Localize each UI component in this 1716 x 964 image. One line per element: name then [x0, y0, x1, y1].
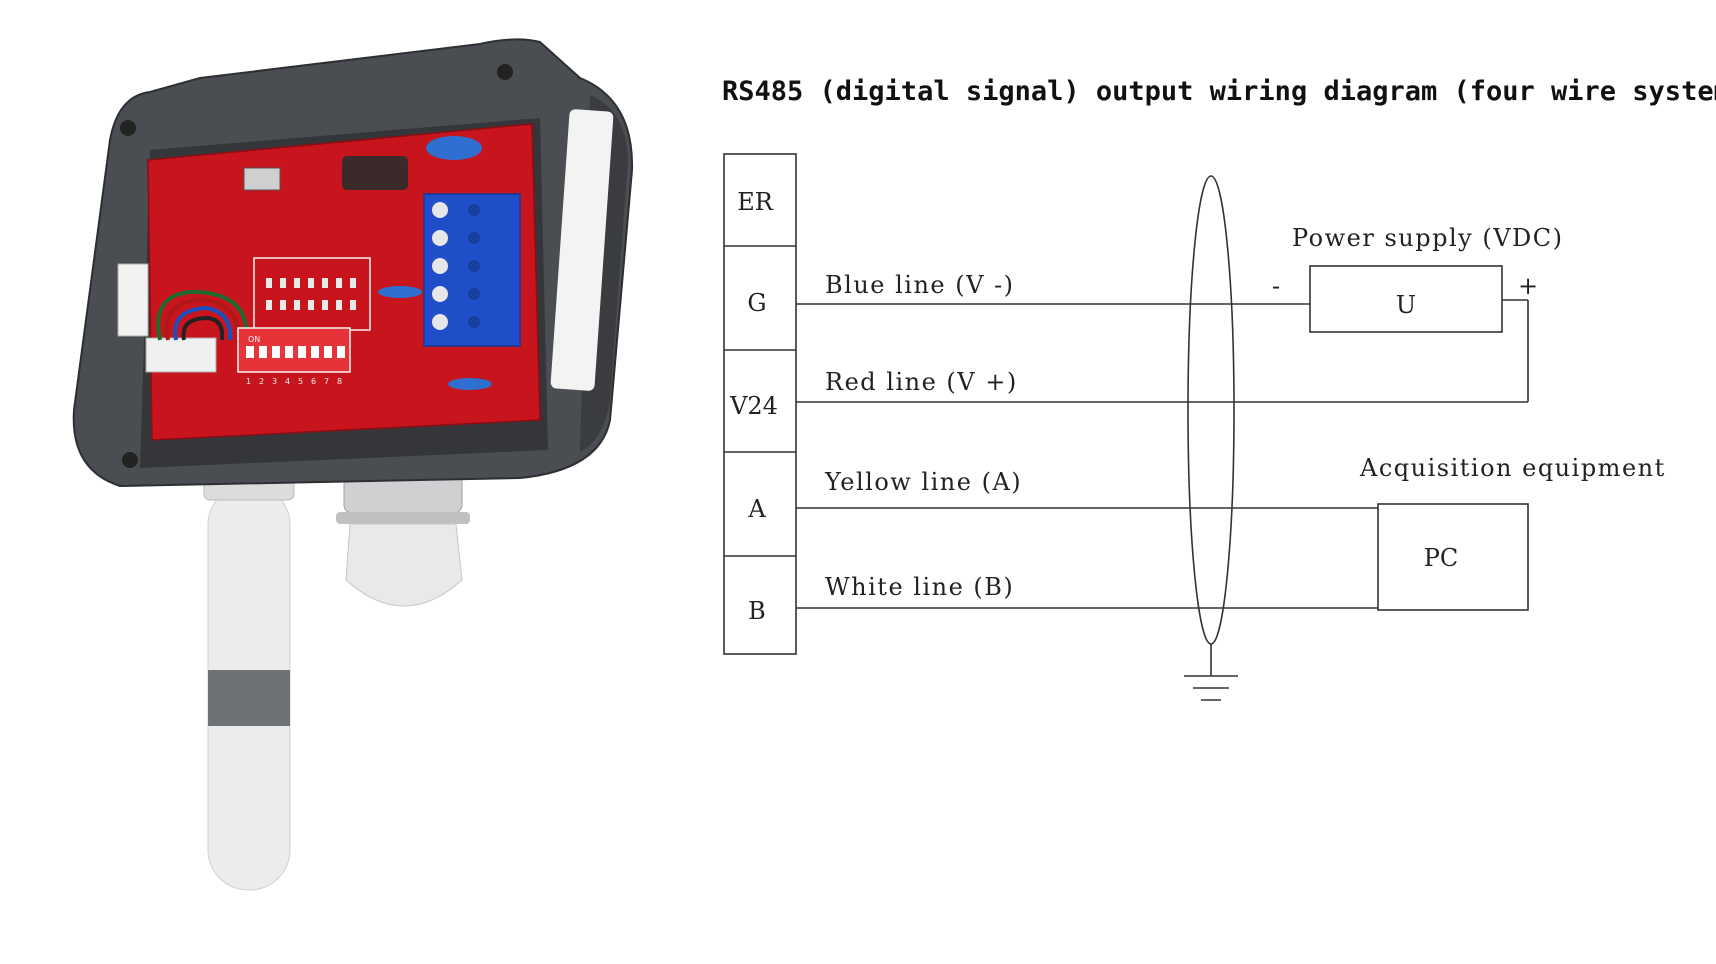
pc-box-label: PC	[1424, 544, 1459, 572]
terminal-strip: ER G V24 A B	[723, 153, 797, 655]
power-supply: Power supply (VDC) U - +	[1272, 224, 1564, 333]
dip-number: 6	[311, 377, 316, 386]
diagram-title: RS485 (digital signal) output wiring dia…	[722, 76, 1716, 107]
dip-number: 4	[285, 377, 290, 386]
plus-sign: +	[1518, 272, 1538, 300]
acquisition-title: Acquisition equipment	[1359, 454, 1666, 482]
wires: Blue line (V -) Red line (V +) Yellow li…	[796, 271, 1529, 609]
acquisition-equipment: Acquisition equipment PC	[1359, 454, 1666, 611]
wiring-diagram: RS485 (digital signal) output wiring dia…	[722, 76, 1716, 701]
dip-on-label: ON	[248, 335, 260, 344]
terminal-b-label: B	[748, 597, 766, 625]
terminal-v24-label: V24	[729, 392, 778, 420]
terminal-a-label: A	[747, 495, 766, 523]
terminal-er-label: ER	[737, 188, 774, 216]
power-supply-box	[1309, 265, 1503, 333]
power-supply-title: Power supply (VDC)	[1292, 224, 1564, 252]
white-wire-label: White line (B)	[825, 573, 1014, 601]
terminal-block	[423, 193, 521, 347]
dip-number: 1	[246, 377, 251, 386]
dip-number: 8	[337, 377, 342, 386]
yellow-wire-label: Yellow line (A)	[824, 468, 1022, 496]
product-photo: ON 1 2 3 4 5 6 7 8	[72, 38, 634, 891]
dip-switch: ON 1 2 3 4 5 6 7 8	[237, 327, 351, 386]
wire-connector	[117, 263, 149, 337]
pc-box	[1377, 503, 1529, 611]
probe-band	[208, 670, 290, 726]
dip-number: 5	[298, 377, 303, 386]
blue-wire-label: Blue line (V -)	[825, 271, 1015, 299]
cable-shield	[1184, 175, 1238, 701]
dip-number: 7	[324, 377, 329, 386]
terminal-g-label: G	[747, 289, 766, 317]
dip-number: 3	[272, 377, 277, 386]
power-supply-box-label: U	[1396, 291, 1416, 319]
dip-number: 2	[259, 377, 264, 386]
red-wire-label: Red line (V +)	[825, 368, 1018, 396]
cable-gland	[336, 464, 470, 607]
minus-sign: -	[1272, 272, 1280, 300]
